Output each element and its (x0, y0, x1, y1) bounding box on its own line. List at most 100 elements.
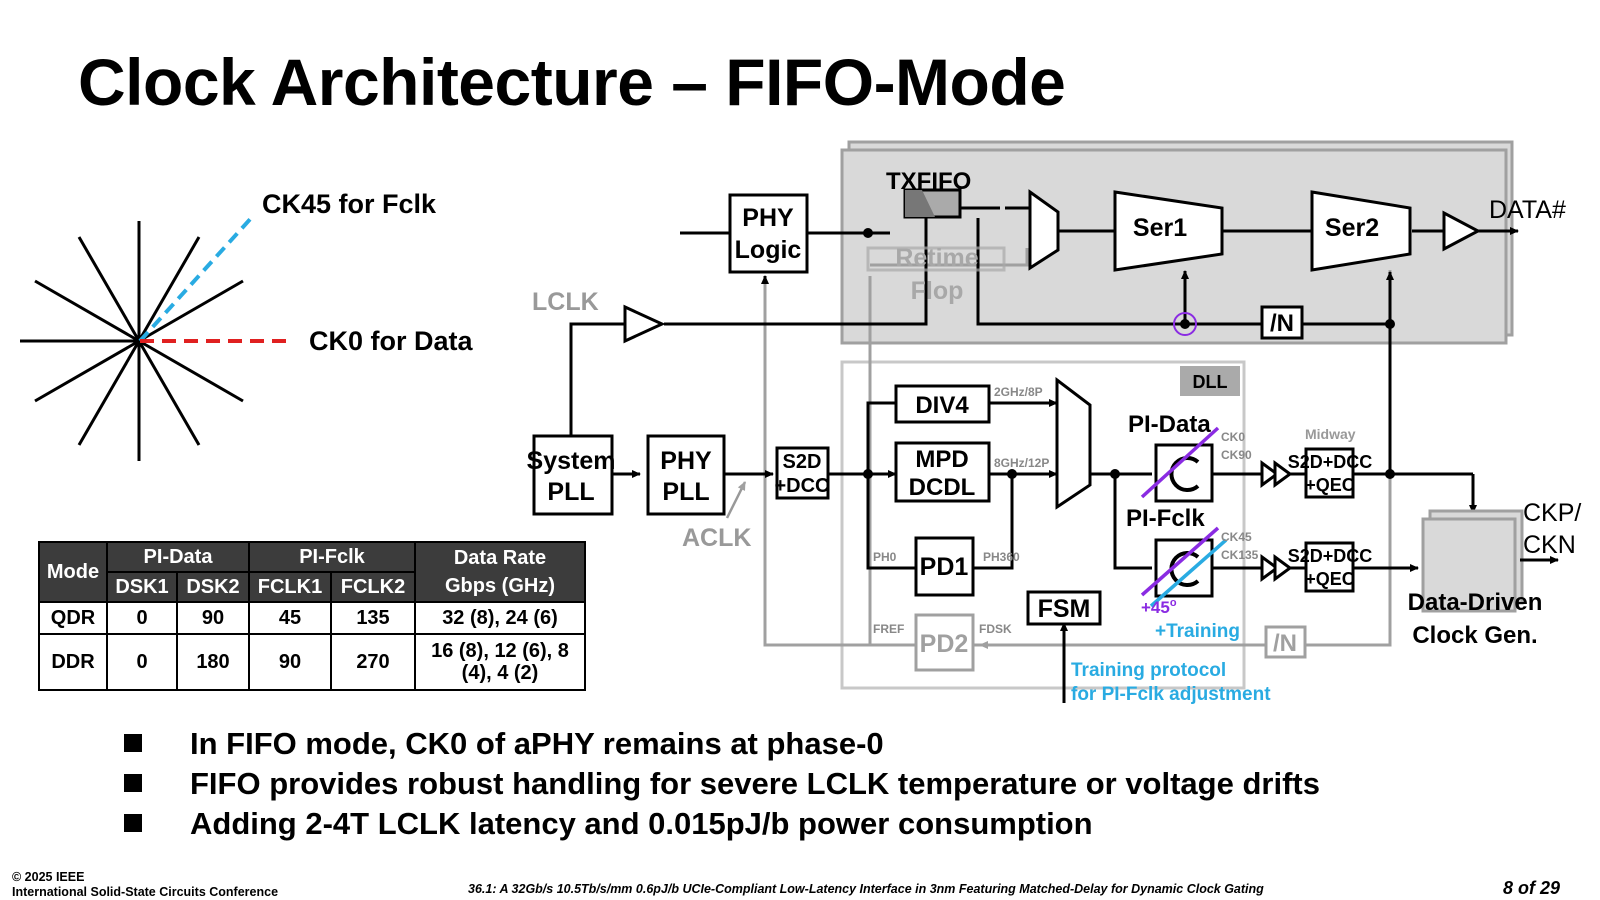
table-cell-dsk1: 0 (106, 633, 178, 691)
table-cell-rate: 16 (8), 12 (6), 8 (4), 4 (2) (414, 633, 586, 691)
s2d-dcc-qec-2-line2: +QEC (1305, 569, 1355, 589)
pd1-block (914, 536, 975, 597)
table-cell-dsk2: 180 (176, 633, 250, 691)
phase-diagram (20, 221, 244, 461)
table-header-dsk1: DSK1 (106, 571, 178, 603)
table-cell-mode: QDR (38, 601, 108, 635)
tx-mux (1028, 189, 1060, 271)
pi-data-label: PI-Data (1128, 411, 1211, 438)
dll-badge (1180, 366, 1240, 396)
phy-logic-line2: Logic (735, 236, 802, 264)
table-header-fclk2: FCLK2 (330, 571, 416, 603)
ph360-label: PH360 (983, 550, 1020, 564)
phy-logic-line1: PHY (742, 204, 794, 232)
bullet-text: FIFO provides robust handling for severe… (190, 766, 1320, 801)
bullet-list: In FIFO mode, CK0 of aPHY remains at pha… (124, 724, 1320, 844)
dll-label: DLL (1193, 372, 1228, 392)
bullet-item: Adding 2-4T LCLK latency and 0.015pJ/b p… (124, 804, 1320, 844)
pd2-label: PD2 (920, 630, 969, 658)
retime-flop-line2: Flop (911, 277, 964, 305)
div4-block (894, 384, 991, 424)
s2d-dcc-input-line1: S2D (783, 451, 822, 473)
slide-title: Clock Architecture – FIFO-Mode (78, 45, 1066, 119)
bullet-square-icon (124, 773, 142, 792)
mpd-dcdl-line2: DCDL (909, 474, 976, 501)
lclk-buffer (623, 304, 666, 344)
phy-pll-line2: PLL (662, 478, 709, 506)
table-cell-rate-line1: 16 (8), 12 (6), 8 (431, 640, 569, 662)
footer-paper-title: 36.1: A 32Gb/s 10.5Tb/s/mm 0.6pJ/b UCIe-… (468, 882, 1264, 896)
s2d-dcc-qec-1-block (1304, 447, 1355, 499)
pi-data-block (1154, 443, 1214, 503)
s2d-dcc-qec-1-line1: S2D+DCC (1288, 452, 1373, 472)
training-label: +Training (1155, 621, 1240, 642)
div-n-top-label: /N (1270, 310, 1294, 337)
table-cell-dsk1: 0 (106, 601, 178, 635)
footer-conference: International Solid-State Circuits Confe… (12, 885, 279, 899)
bullet-square-icon (124, 813, 142, 832)
plus45-label: +45o (1141, 597, 1177, 617)
ck135-tag: CK135 (1221, 548, 1259, 562)
system-pll-line2: PLL (547, 478, 594, 506)
table-header-dsk2: DSK2 (176, 571, 250, 603)
div-n-bottom-block (1264, 625, 1307, 659)
ck0-label: CK0 for Data (309, 326, 474, 356)
data-out-label: DATA# (1489, 196, 1566, 224)
midway-label: Midway (1305, 426, 1356, 442)
s2d-dcc-qec-2-line1: S2D+DCC (1288, 546, 1373, 566)
table-header-pi-data: PI-Data (106, 541, 250, 573)
ser1-block (1113, 190, 1224, 272)
ser2-block (1310, 190, 1412, 272)
ckp-label: CKP/ (1523, 499, 1581, 527)
table-header-rate: Data Rate Gbps (GHz) (414, 541, 586, 603)
ck90-tag: CK90 (1221, 448, 1252, 462)
retime-flop-block (866, 246, 1006, 272)
system-pll-block (532, 434, 614, 516)
div4-label: DIV4 (915, 392, 969, 419)
pi-fclk-block (1154, 538, 1214, 598)
table-cell-fclk2: 270 (330, 633, 416, 691)
phy-pll-block (646, 434, 726, 516)
training-protocol-line2: for PI-Fclk adjustment (1071, 684, 1271, 705)
fref-label: FREF (873, 622, 904, 636)
fdsk-label: FDSK (979, 622, 1012, 636)
training-protocol-line1: Training protocol (1071, 660, 1226, 681)
output-buffer (1442, 210, 1482, 252)
ser2-label: Ser2 (1325, 214, 1379, 242)
div-n-bottom-label: /N (1273, 630, 1297, 657)
s2d-dcc-qec-2-block (1304, 541, 1355, 593)
table-cell-rate: 32 (8), 24 (6) (414, 601, 586, 635)
phy-logic-block (728, 193, 809, 274)
ck0-tag: CK0 (1221, 430, 1245, 444)
ck45-tag: CK45 (1221, 530, 1252, 544)
s2d-dcc-qec-1-line2: +QEC (1305, 475, 1355, 495)
bullet-text: In FIFO mode, CK0 of aPHY remains at pha… (190, 726, 884, 761)
footer-page-number: 8 of 29 (1502, 878, 1560, 898)
phy-pll-line1: PHY (660, 447, 712, 475)
dll-panel (840, 360, 1246, 690)
s2d-dcc-input-line2: +DCC (774, 475, 829, 497)
ck45-label: CK45 for Fclk (262, 189, 437, 219)
table-header-pi-fclk: PI-Fclk (248, 541, 416, 573)
ck45-phase-line (138, 214, 255, 343)
lclk-label: LCLK (532, 288, 599, 316)
s2d-dcc-input-block (775, 446, 830, 500)
ph0-label: PH0 (873, 550, 897, 564)
table-header-fclk1: FCLK1 (248, 571, 332, 603)
table-cell-dsk2: 90 (176, 601, 250, 635)
div-n-top-block (1260, 305, 1304, 340)
bullet-text: Adding 2-4T LCLK latency and 0.015pJ/b p… (190, 806, 1093, 841)
table-row: DDR 0 180 90 270 16 (8), 12 (6), 8 (4), … (38, 633, 586, 691)
data-driven-block (1421, 517, 1517, 613)
table-cell-fclk1: 45 (248, 601, 332, 635)
table-header-mode: Mode (38, 541, 108, 603)
mpd-dcdl-line1: MPD (915, 446, 968, 473)
mpd-dcdl-block (894, 441, 991, 503)
pd2-block (914, 613, 975, 672)
bullet-square-icon (124, 733, 142, 752)
table-cell-fclk2: 135 (330, 601, 416, 635)
fsm-label: FSM (1038, 595, 1091, 623)
pi-fclk-label: PI-Fclk (1126, 505, 1205, 532)
footer-left: © 2025 IEEE International Solid-State Ci… (12, 870, 278, 900)
ser1-label: Ser1 (1133, 214, 1187, 242)
